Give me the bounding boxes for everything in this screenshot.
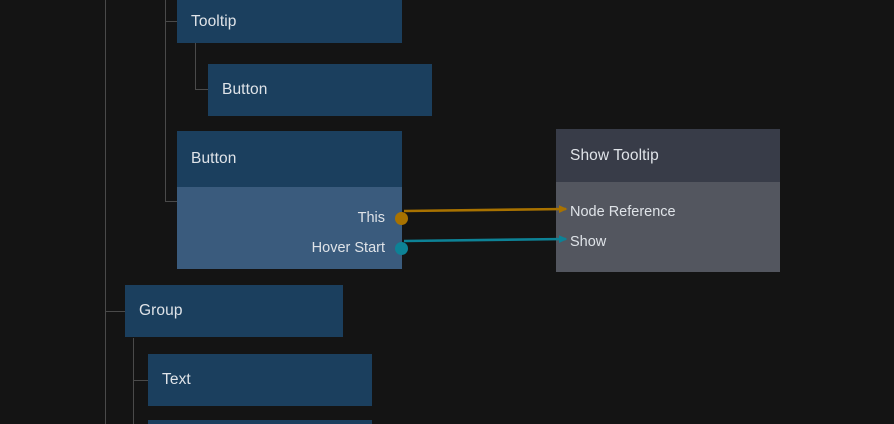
tree-branch-line-group-children (133, 338, 134, 424)
socket-out-this[interactable]: This (357, 208, 408, 228)
socket-in-node-reference-label: Node Reference (570, 203, 676, 220)
wire-hover-start-to-show[interactable] (403, 235, 568, 243)
tree-branch-line-tooltip-group (165, 0, 166, 202)
node-text[interactable]: Text (148, 354, 372, 406)
node-show-tooltip-title: Show Tooltip (556, 129, 780, 182)
socket-in-node-reference[interactable]: Node Reference (556, 202, 676, 222)
tree-tick-group (105, 311, 125, 312)
socket-in-show[interactable]: Show (556, 232, 606, 252)
socket-out-this-label: This (357, 209, 385, 226)
tree-branch-line-tooltip-child (195, 43, 196, 90)
node-tooltip-child-button-title: Button (208, 64, 432, 116)
tree-tick-button (165, 201, 177, 202)
socket-in-show-label: Show (570, 233, 607, 250)
node-text-title: Text (148, 354, 372, 406)
node-tooltip-title: Tooltip (177, 0, 402, 43)
socket-out-hover-start-dot[interactable] (395, 241, 408, 255)
tree-tick-tooltip (165, 21, 177, 22)
node-show-tooltip-body: Node Reference Show (556, 182, 780, 272)
socket-out-this-dot[interactable] (395, 211, 408, 225)
tree-tick-text (133, 380, 148, 381)
socket-out-hover-start-label: Hover Start (311, 239, 385, 256)
node-tooltip-child-button[interactable]: Button (208, 64, 432, 116)
socket-out-hover-start[interactable]: Hover Start (311, 238, 408, 258)
node-partial-bottom[interactable] (148, 420, 372, 424)
node-partial-bottom-title (148, 420, 372, 424)
tree-tick-tooltip-child-button (195, 89, 208, 90)
node-button-title: Button (177, 131, 402, 187)
node-button[interactable]: Button This Hover Start (177, 131, 408, 269)
node-tooltip[interactable]: Tooltip (177, 0, 402, 43)
node-button-body: This Hover Start (177, 187, 408, 269)
wire-this-to-node-reference[interactable] (403, 205, 568, 213)
node-group[interactable]: Group (125, 285, 343, 337)
tree-trunk-line (105, 0, 106, 424)
node-show-tooltip[interactable]: Show Tooltip Node Reference Show (556, 129, 780, 272)
node-group-title: Group (125, 285, 343, 337)
